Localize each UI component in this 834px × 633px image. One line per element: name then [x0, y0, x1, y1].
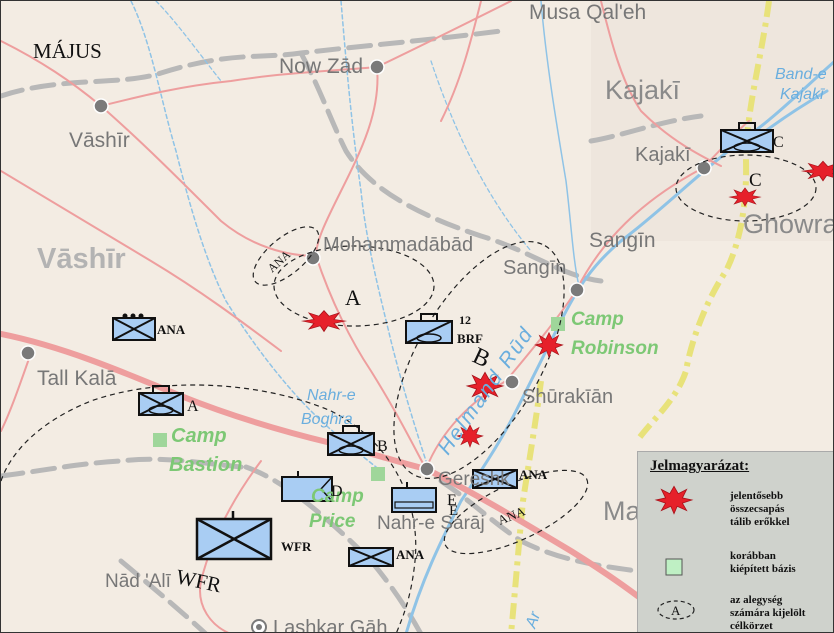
label-musa-qala: Musa Qal'eh: [529, 1, 646, 24]
label-camp-bastion-2: Bastion: [169, 454, 242, 476]
bases: [153, 317, 565, 481]
month-label: MÁJUS: [33, 39, 102, 63]
unit-label-brf: BRF: [457, 331, 483, 346]
unit-label-b: B: [377, 438, 388, 455]
unit-label-ana-gereshk: ANA: [519, 467, 548, 482]
label-nahr-e-saraj: Nahr-e Sarāj: [377, 513, 485, 534]
base-camp-price: [371, 467, 385, 481]
clash-zone-a: [302, 309, 346, 333]
zone-a: [273, 245, 435, 327]
zone-label-e: E: [449, 503, 458, 519]
label-sangin-district: Sangīn: [589, 229, 656, 252]
unit-labels: ANA A 12 BRF B C D E ANA WFR ANA: [157, 134, 784, 562]
label-camp-bastion-1: Camp: [171, 425, 227, 447]
legend-clash-line-3: tálib erőkkel: [730, 516, 790, 528]
town-dot-gereshk: [419, 461, 435, 477]
unit-a: [138, 385, 184, 416]
label-mohammadabad: Mohammadābād: [323, 234, 473, 256]
label-tall-kala: Tall Kalā: [37, 367, 117, 390]
legend-base-line-2: kiépített bázis: [730, 563, 796, 575]
label-nahr-e-boghra-1: Nahr-e: [307, 387, 356, 404]
legend-clash-line-2: összecsapás: [730, 503, 785, 515]
town-dot-now-zad: [369, 59, 385, 75]
zone-label-a: A: [345, 285, 361, 310]
unit-label-ana-south: ANA: [396, 547, 425, 562]
label-sangin-town: Sangīn: [503, 257, 566, 279]
label-camp-price-1: Camp: [311, 486, 364, 507]
unit-label-d: D: [331, 483, 343, 500]
zone-ana-north: [252, 226, 320, 286]
unit-label-a: A: [187, 398, 199, 415]
base-camp-robinson: [551, 317, 565, 331]
unit-d: [281, 471, 333, 502]
town-dots: [20, 59, 712, 477]
legend-base-icon: [665, 558, 683, 576]
zone-wfr: [1, 384, 417, 632]
zone-c: [675, 154, 817, 222]
label-ma-partial: Ma: [603, 496, 641, 526]
label-band-e-kajaki-1: Band-e: [775, 66, 827, 83]
label-shurakian: Shūrakīān: [522, 386, 613, 408]
label-camp-price-2: Price: [309, 511, 356, 532]
unit-label-brf-number: 12: [459, 313, 471, 327]
label-ghowrak: Ghowra: [743, 209, 834, 239]
unit-ana-west: [112, 313, 156, 341]
unit-e: [391, 482, 437, 513]
clash-zone-b-2: [534, 332, 564, 358]
base-camp-bastion: [153, 433, 167, 447]
label-band-e-kajaki-2: Kajakī: [780, 86, 826, 103]
legend-clash-line-1: jelentősebb: [730, 490, 784, 502]
terrain-shade: [591, 1, 833, 241]
unit-label-wfr: WFR: [281, 539, 312, 554]
town-dot-sangin: [569, 282, 585, 298]
town-dot-tall-kala: [20, 345, 36, 361]
legend-zone-letter: A: [671, 603, 681, 618]
label-ar-partial: Ar: [522, 609, 544, 631]
unit-b: [327, 425, 375, 456]
legend-title: Jelmagyarázat:: [650, 458, 750, 474]
legend: Jelmagyarázat: A jelentősebb összecsapás…: [637, 451, 833, 632]
label-nahr-e-boghra-2: Boghra: [301, 411, 353, 428]
legend-zone-line-3: célkörzet: [730, 620, 773, 632]
legend-base-line-1: korábban: [730, 550, 776, 562]
label-gereshk: Gereshk: [438, 469, 510, 490]
roads: [1, 1, 750, 632]
town-dot-shurakian: [504, 374, 520, 390]
legend-clash-icon: [655, 485, 693, 515]
unit-label-e: E: [447, 492, 457, 509]
unit-label-ana-west: ANA: [157, 322, 186, 337]
legend-zone-icon: [657, 600, 695, 620]
zone-label-c: C: [749, 170, 762, 191]
town-ring-lashkar-gah: [251, 619, 267, 632]
label-vashir-district: Vāshīr: [37, 243, 126, 275]
province-border: [508, 1, 772, 632]
label-kajaki-town: Kajakī: [635, 144, 691, 166]
label-nad-ali: Nād 'Alī: [105, 571, 172, 592]
label-kajaki-region: Kajakī: [605, 75, 681, 105]
label-now-zad: Now Zād: [279, 55, 363, 78]
unit-label-c: C: [773, 134, 784, 151]
label-vashir-town: Vāshīr: [69, 129, 130, 152]
legend-zone-line-1: az alegység: [730, 594, 783, 606]
unit-wfr: [195, 511, 273, 561]
unit-ana-gereshk: [472, 469, 518, 489]
unit-ana-south: [348, 547, 394, 567]
label-camp-robinson-1: Camp: [571, 309, 624, 330]
label-camp-robinson-2: Robinson: [571, 338, 659, 359]
legend-zone-line-2: számára kijelölt: [730, 607, 806, 619]
town-dot-vashir: [93, 98, 109, 114]
legend-symbols: A: [655, 485, 695, 620]
label-lashkar-gah: Lashkar Gāh: [273, 617, 388, 633]
unit-c: [720, 122, 774, 153]
unit-brf: [405, 313, 453, 344]
town-dot-mohammadabad: [305, 250, 321, 266]
